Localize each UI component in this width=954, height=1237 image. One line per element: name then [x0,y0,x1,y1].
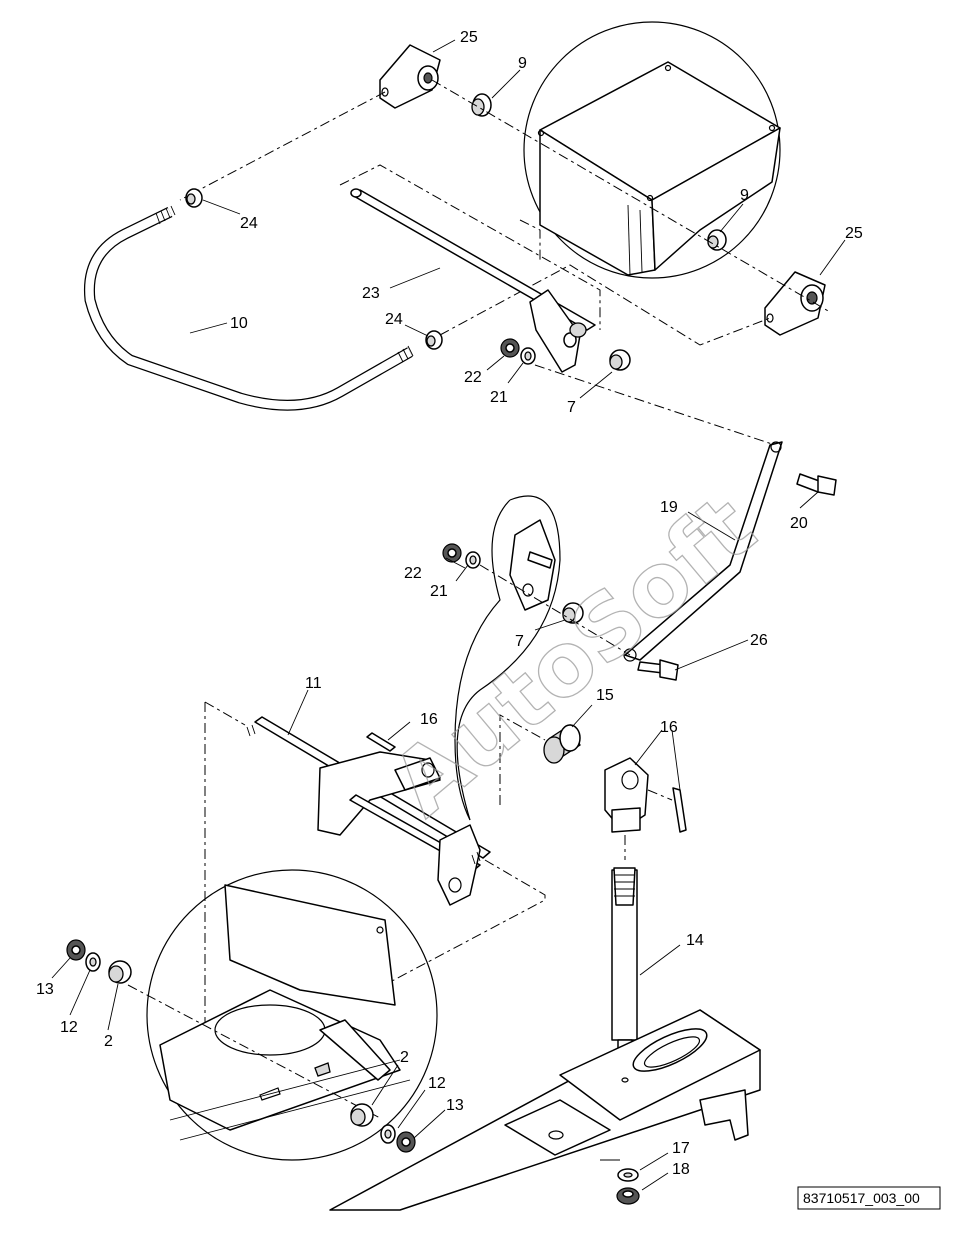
part-21-washer-mid [465,551,481,569]
part-24-nut-bottom [425,330,443,350]
detail-oval-mid [454,495,561,821]
callout-19: 19 [660,499,678,516]
callout-23: 23 [362,285,380,302]
callout-7: 7 [515,633,524,650]
part-16-pin-left [366,732,396,752]
part-19-lever [623,441,783,662]
part-7-bushing-mid [562,602,584,624]
dashline-clevis [647,789,673,801]
callout-22: 22 [464,369,482,386]
part-16-clevis [604,757,649,833]
callout-21: 21 [490,389,508,406]
part-12-washer-left [85,952,101,972]
assembly-dashlines-top [179,79,831,446]
callout-9: 9 [740,187,749,204]
part-7-bushing-top [609,349,631,371]
chassis-frame [329,1009,761,1211]
part-9-bushing-right [707,229,727,251]
watermark-text: AutoSoft [373,475,774,835]
part-17-washer [617,1168,639,1182]
callout-25: 25 [460,29,478,46]
part-22-nut-mid [442,543,462,563]
part-2-bushing-right [350,1103,374,1127]
leader-lines [51,39,846,1191]
drawing-code-box: 83710517_003_00 [797,1186,941,1210]
drawing-code: 83710517_003_00 [803,1190,920,1206]
part-15-bushing [499,714,581,805]
dashline-mid [479,564,631,656]
part-21-washer-top [520,347,536,365]
part-24-nut-top [185,188,203,208]
part-16-cotter-pin [672,787,687,833]
dashline-bottom [127,984,381,1119]
part-22-nut-top [500,338,520,358]
callout-10: 10 [230,315,248,332]
callout-21: 21 [430,583,448,600]
callout-13: 13 [36,981,54,998]
callout-2: 2 [104,1033,113,1050]
callout-14: 14 [686,932,704,949]
callout-2: 2 [400,1049,409,1066]
callout-7: 7 [567,399,576,416]
part-10-u-rod [83,205,414,411]
part-20-bolt [796,473,837,496]
callout-17: 17 [672,1140,690,1157]
callout-26: 26 [750,632,768,649]
callout-9: 9 [518,55,527,72]
detail-circle-bottom [146,869,438,1161]
part-25-bracket-left [379,44,441,109]
part-23-shaft-arm [350,188,596,373]
callout-15: 15 [596,687,614,704]
callout-labels: 25 9 24 23 10 24 22 21 7 9 25 19 20 22 2… [36,29,863,1178]
callout-25: 25 [845,225,863,242]
callout-16: 16 [660,719,678,736]
callout-13: 13 [446,1097,464,1114]
part-18-nut [616,1187,640,1205]
part-12-washer-right [380,1124,396,1144]
part-13-nut-left [66,939,86,961]
part-13-nut-right [396,1131,416,1153]
callout-16: 16 [420,711,438,728]
callout-12: 12 [428,1075,446,1092]
detail-circle-top [523,21,781,279]
part-2-bushing-left [108,960,132,984]
part-26-bolt [637,659,679,681]
callout-11: 11 [305,675,322,692]
callout-20: 20 [790,515,808,532]
callout-12: 12 [60,1019,78,1036]
part-11-shaft-assembly [204,701,546,1025]
callout-18: 18 [672,1161,690,1178]
callout-24: 24 [240,215,258,232]
part-9-bushing-top [471,93,492,117]
callout-24: 24 [385,311,403,328]
callout-22: 22 [404,565,422,582]
